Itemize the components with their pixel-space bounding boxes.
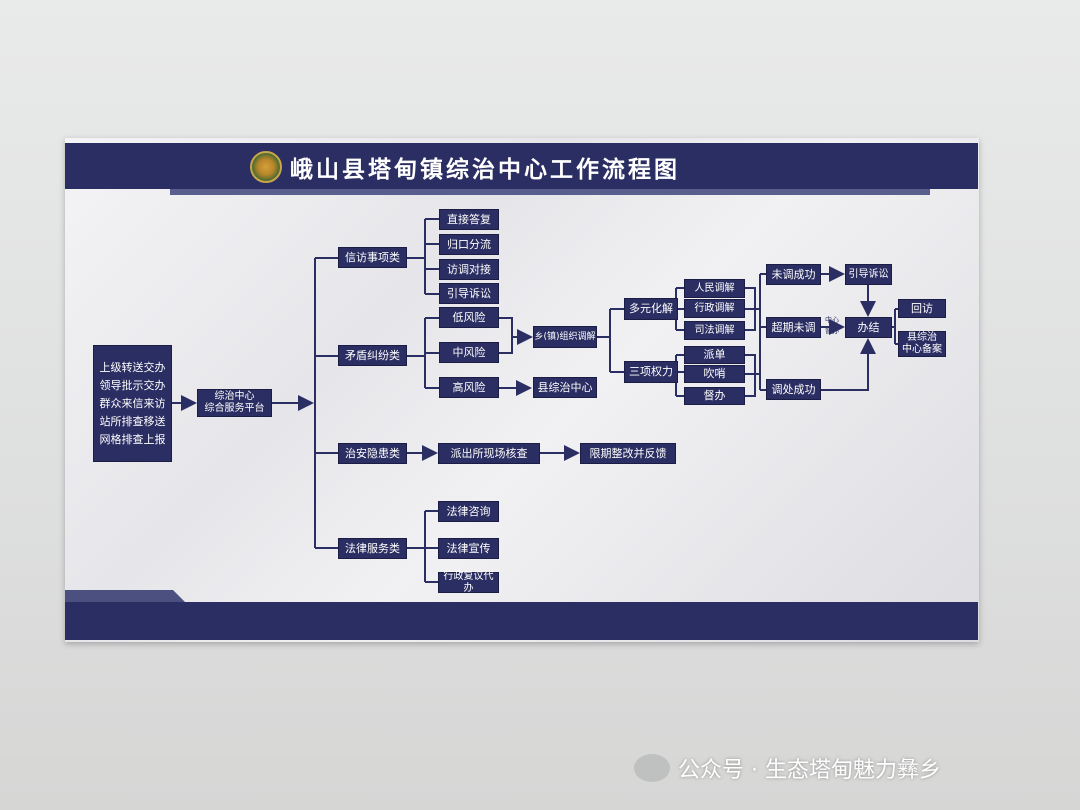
platform-node: 综治中心 综合服务平台: [197, 389, 272, 417]
filing-line1: 县综治: [907, 332, 937, 343]
footer-band: [65, 602, 978, 640]
revisit-node: 回访: [898, 299, 946, 318]
category-security: 治安隐患类: [338, 443, 407, 464]
footer-accent: [65, 590, 185, 602]
legal-item: 法律宣传: [438, 538, 499, 559]
platform-line1: 综治中心: [214, 391, 255, 402]
power-item: 吹哨: [684, 365, 745, 383]
intake-sources-box: 上级转送交办 领导批示交办 群众来信来访 站所排查移送 网格排查上报: [93, 345, 172, 462]
police-check-node: 派出所现场核查: [438, 443, 540, 464]
town-mediation-node: 乡(镇)组织调解: [533, 326, 597, 348]
category-legal: 法律服务类: [338, 538, 407, 559]
mediation-item: 人民调解: [684, 279, 745, 298]
litigation-node: 引导诉讼: [845, 264, 892, 285]
platform-line2: 综合服务平台: [204, 403, 265, 414]
category-dispute: 矛盾纠纷类: [338, 345, 407, 366]
power-item: 督办: [684, 387, 745, 405]
petition-item: 直接答复: [439, 209, 499, 230]
watermark: 公众号 · 生态塔甸魅力彝乡: [634, 752, 941, 784]
risk-low: 低风险: [439, 307, 499, 328]
closed-node: 办结: [845, 317, 892, 338]
source-item: 群众来信来访: [99, 396, 166, 410]
legal-item: 行政复议代办: [438, 571, 499, 594]
rectify-node: 限期整改并反馈: [580, 443, 676, 464]
county-center-node: 县综治中心: [533, 377, 597, 398]
risk-high: 高风险: [439, 377, 499, 398]
police-emblem-icon: [250, 151, 282, 183]
petition-item: 引导诉讼: [439, 283, 499, 304]
three-powers-node: 三项权力: [624, 361, 678, 383]
outcome-overdue: 超期未调: [766, 317, 821, 338]
outcome-fail: 未调成功: [766, 264, 821, 285]
filing-node: 县综治 中心备案: [898, 331, 946, 357]
source-item: 上级转送交办: [99, 360, 166, 374]
filing-line2: 中心备案: [902, 344, 942, 355]
mediation-item: 行政调解: [684, 299, 745, 318]
multi-resolve-node: 多元化解: [624, 298, 678, 320]
source-item: 网格排查上报: [99, 433, 166, 447]
source-item: 领导批示交办: [99, 378, 166, 392]
page-title: 峨山县塔甸镇综治中心工作流程图: [290, 157, 680, 183]
petition-item: 归口分流: [439, 234, 499, 255]
supervise-note-line2: 督办: [825, 327, 839, 336]
outcome-success: 调处成功: [766, 379, 821, 400]
mediation-item: 司法调解: [684, 321, 745, 340]
source-item: 站所排查移送: [99, 415, 166, 429]
petition-item: 访调对接: [439, 259, 499, 280]
legal-item: 法律咨询: [438, 501, 499, 522]
supervise-note-line1: 中心: [825, 316, 839, 324]
category-petition: 信访事项类: [338, 247, 407, 268]
header-accent: [170, 189, 930, 195]
header-band: [65, 143, 978, 189]
watermark-text: 公众号 · 生态塔甸魅力彝乡: [678, 758, 941, 783]
power-item: 派单: [684, 346, 745, 364]
supervise-note: 中心 督办: [822, 316, 842, 336]
wechat-icon: [634, 754, 670, 782]
risk-mid: 中风险: [439, 342, 499, 363]
